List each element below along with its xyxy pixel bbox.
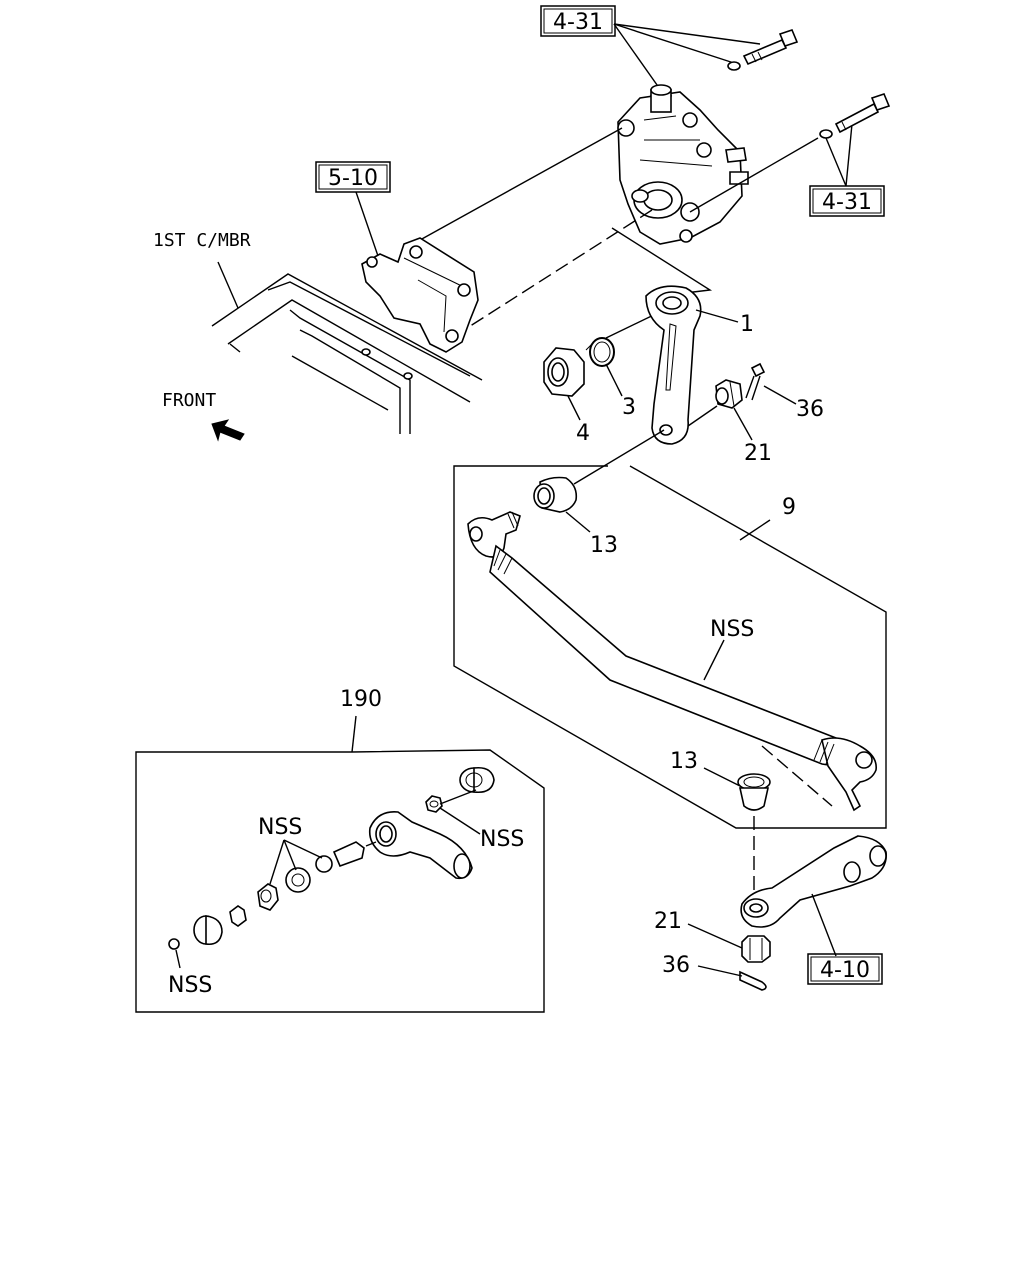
ref-box-4-31-right[interactable]: 4-31 [809,185,885,217]
leader-5-10 [355,191,379,257]
snap-ring [585,337,615,367]
assembly-line-right-joint [761,745,833,807]
leader-nss-kit-a1 [269,839,285,885]
part-number-1: 1 [740,312,754,337]
front-arrow-icon [211,419,245,442]
bolt-upper [727,29,799,71]
steering-gear-box [617,84,749,245]
part-number-13-top: 13 [590,533,618,558]
ref-box-5-10[interactable]: 5-10 [315,161,391,193]
leaders-4-31-top [613,23,761,93]
dust-boot-bottom [737,773,771,811]
part-number-9: 9 [782,495,796,520]
leader-4-10 [811,893,837,957]
nut-4 [543,347,585,397]
leader-p21-bottom [687,923,743,949]
part-number-13-bottom: 13 [670,749,698,774]
cotter-pin-top [745,362,766,401]
leader-nss-kit-c [175,949,181,969]
leader-p1 [695,309,739,323]
kit-parts [168,766,495,950]
leader-p21-top [733,407,753,441]
assembly-line-mid [573,429,665,485]
leader-p13-bottom [703,767,741,787]
leader-p13-top [565,511,591,533]
label-first-crossmember: 1ST C/MBR [153,230,251,251]
label-nss-kit-c: NSS [168,973,212,998]
leader-crossmember [217,261,239,309]
part-number-4: 4 [576,421,590,446]
gear-bracket [361,237,479,353]
part-number-3: 3 [622,395,636,420]
part-number-21-bottom: 21 [654,909,682,934]
leader-p3 [605,363,623,397]
castle-nut-top [715,379,743,409]
bolt-lower [819,93,891,139]
knuckle-arm [740,835,888,928]
part-number-21-top: 21 [744,441,772,466]
part-number-190: 190 [340,687,382,712]
ref-box-4-10[interactable]: 4-10 [807,953,883,985]
frame-crossmember [211,273,483,434]
ref-box-4-31-top[interactable]: 4-31 [540,5,616,37]
leader-p36-bottom [697,965,743,977]
leader-p36-top [763,385,797,405]
label-nss-kit-a: NSS [258,815,302,840]
leader-p4 [567,395,581,421]
assembly-lines-upper [401,127,819,427]
drag-link-assembly-frame [453,465,887,829]
leaders-4-31-right [825,123,853,187]
cotter-pin-bottom [739,970,767,991]
castle-nut-bottom [741,935,771,963]
part-number-36-bottom: 36 [662,953,690,978]
ref-label-4-31-right: 4-31 [822,190,872,215]
leader-p9 [739,519,771,541]
ref-label-5-10: 5-10 [328,166,378,191]
pitman-arm [645,285,702,445]
ref-label-4-10: 4-10 [820,958,870,983]
repair-kit-frame [135,749,545,1013]
leader-nss-kit-a2 [283,839,297,871]
dust-boot-top [533,476,578,513]
ref-label-4-31-top: 4-31 [553,10,603,35]
part-number-36-top: 36 [796,397,824,422]
label-nss-rod: NSS [710,617,754,642]
leader-nss-kit-a3 [283,839,323,859]
kit-assembly-lines [365,789,477,847]
leader-nss-kit-b [439,807,481,835]
label-front: FRONT [162,390,216,411]
leader-p190 [351,715,357,753]
leader-nss-rod [703,639,725,681]
label-nss-kit-b: NSS [480,827,524,852]
drag-link-rod [467,511,877,812]
